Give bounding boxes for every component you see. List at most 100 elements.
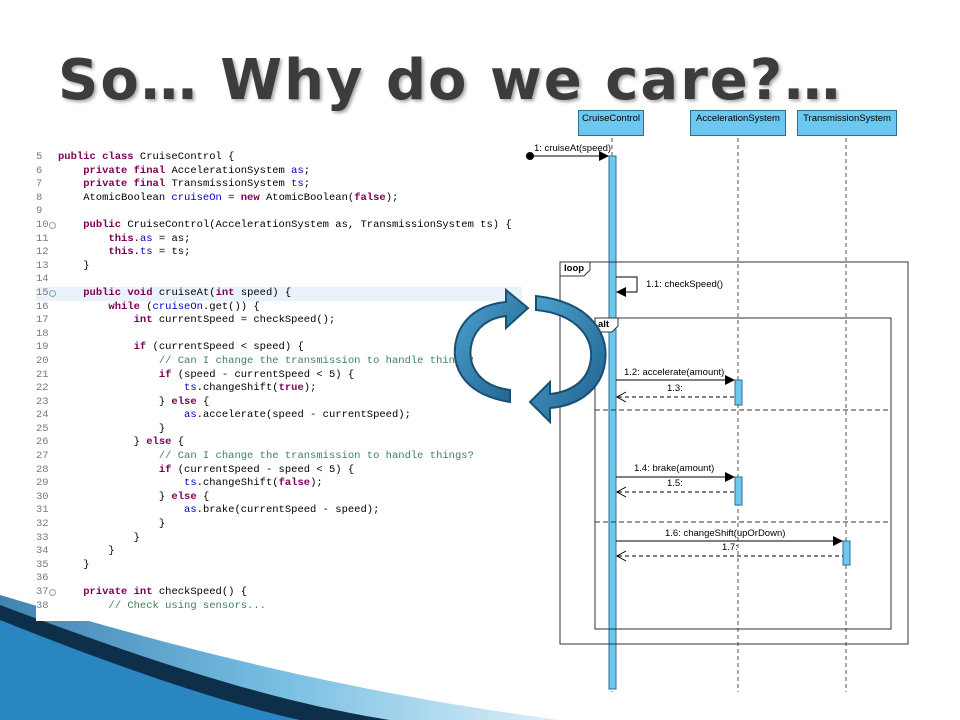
code-token: as — [139, 232, 153, 245]
code-token: false — [354, 191, 386, 204]
code-token: } — [58, 395, 172, 408]
lifeline-cruisecontrol: CruiseControl — [578, 110, 644, 136]
line-number: 29 — [36, 477, 49, 490]
code-line: 13 } — [36, 260, 522, 274]
code-token: // Can I change the transmission to hand… — [158, 450, 474, 463]
code-token: { — [177, 436, 185, 449]
loop-fragment — [559, 261, 909, 645]
line-number: 15 — [36, 286, 49, 299]
code-token: ; — [303, 164, 311, 177]
code-token: .brake(currentSpeed - speed); — [196, 504, 380, 517]
code-line: 22 ts.changeShift(true); — [36, 382, 522, 396]
code-line: 31 as.brake(currentSpeed - speed); — [36, 504, 522, 518]
line-number: 7 — [36, 178, 43, 191]
line-number: 14 — [36, 273, 49, 286]
code-token: ts — [184, 477, 197, 490]
code-token: = ts; — [152, 246, 191, 259]
line-number: 23 — [36, 395, 49, 408]
code-token: private final — [83, 164, 172, 177]
line-number: 9 — [36, 205, 43, 218]
fold-toggle-icon[interactable] — [49, 589, 56, 596]
code-token: TransmissionSystem — [171, 178, 292, 191]
code-line: 9 — [36, 205, 522, 219]
code-token: if — [158, 368, 178, 381]
line-number: 24 — [36, 409, 49, 422]
message-1-1-line — [616, 276, 638, 293]
activation-brake — [734, 476, 743, 506]
code-token: as — [184, 409, 197, 422]
code-line: 33 } — [36, 532, 522, 546]
message-1-3-label: 1.3: — [667, 383, 683, 394]
line-number: 13 — [36, 259, 49, 272]
code-token: . — [133, 232, 140, 245]
code-line: 18 — [36, 328, 522, 342]
code-token: as — [184, 504, 197, 517]
code-token: .get()) { — [202, 300, 260, 313]
code-token: new — [240, 191, 266, 204]
code-line: 19 if (currentSpeed < speed) { — [36, 341, 522, 355]
code-line: 37 private int checkSpeed() { — [36, 586, 522, 600]
code-token: currentSpeed = checkSpeed(); — [158, 314, 336, 327]
line-number: 25 — [36, 422, 49, 435]
code-token: .changeShift( — [196, 382, 279, 395]
code-token: } — [58, 558, 90, 571]
code-token: ts — [184, 382, 197, 395]
code-token: ts — [139, 246, 153, 259]
code-token: } — [58, 490, 172, 503]
line-number: 33 — [36, 531, 49, 544]
message-1-1-label: 1.1: checkSpeed() — [646, 279, 724, 290]
line-number: 19 — [36, 341, 49, 354]
code-line: 29 ts.changeShift(false); — [36, 477, 522, 491]
code-token: if — [133, 341, 153, 354]
code-token: else — [171, 395, 203, 408]
code-line: 16 while (cruiseOn.get()) { — [36, 301, 522, 315]
code-token: int — [215, 286, 241, 299]
fold-toggle-icon[interactable] — [49, 221, 56, 229]
code-line: 12 this.ts = ts; — [36, 246, 522, 260]
message-1-label: 1: cruiseAt(speed) — [534, 143, 612, 154]
slide-title: So… Why do we care?… — [58, 48, 843, 113]
line-number: 20 — [36, 354, 49, 367]
code-token: . — [133, 246, 140, 259]
code-token: private final — [83, 178, 172, 191]
line-number: 28 — [36, 463, 49, 476]
line-number: 12 — [36, 246, 49, 259]
code-token: false — [278, 477, 311, 490]
code-token: ts — [291, 178, 304, 191]
line-number: 10 — [36, 218, 49, 231]
code-line: 14 — [36, 273, 522, 287]
line-number: 21 — [36, 368, 49, 381]
alt-label: alt — [598, 319, 610, 330]
code-line: 15 public void cruiseAt(int speed) { — [36, 286, 522, 301]
code-token: CruiseControl { — [139, 151, 235, 163]
code-token: .changeShift( — [196, 477, 279, 490]
circular-arrows-icon — [453, 287, 607, 425]
line-number: 16 — [36, 300, 49, 313]
code-token: AtomicBoolean( — [265, 191, 355, 204]
code-token: private int — [83, 586, 159, 598]
line-number: 11 — [36, 232, 49, 245]
code-line: 36 — [36, 572, 522, 586]
code-line: 38 // Check using sensors... — [36, 600, 522, 614]
line-number: 17 — [36, 314, 49, 327]
code-token: (currentSpeed < speed) { — [152, 341, 304, 354]
code-token: public class — [58, 151, 140, 163]
code-line: 25 } — [36, 423, 522, 437]
code-token: else — [171, 490, 203, 503]
fold-toggle-icon[interactable] — [49, 289, 56, 297]
line-number: 37 — [36, 586, 49, 598]
code-line: 10 public CruiseControl(AccelerationSyst… — [36, 219, 522, 233]
code-line: 23 } else { — [36, 396, 522, 410]
code-token: { — [202, 395, 210, 408]
line-number: 27 — [36, 450, 49, 463]
code-token: if — [158, 463, 178, 476]
activation-cruise — [608, 155, 617, 690]
message-1-7-label: 1.7: — [722, 542, 738, 553]
code-token: ); — [385, 191, 399, 204]
code-token: public void — [83, 286, 159, 299]
code-token: cruiseAt( — [158, 286, 216, 299]
line-number: 36 — [36, 572, 49, 585]
code-token: this — [108, 246, 134, 259]
code-token: } — [58, 436, 147, 449]
